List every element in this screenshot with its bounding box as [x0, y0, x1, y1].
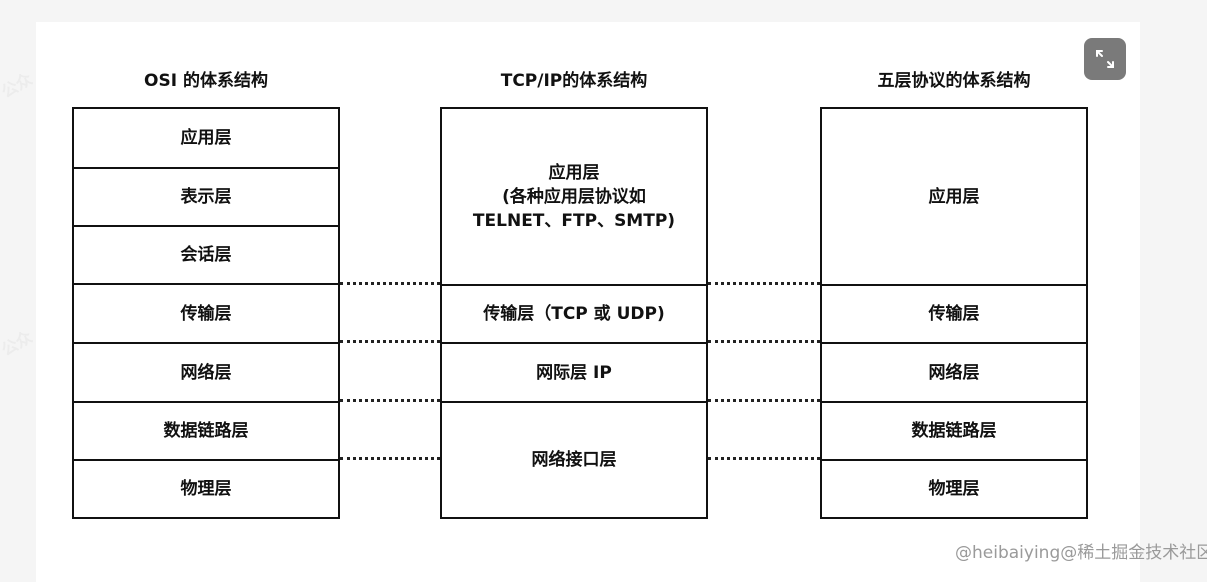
osi-datalink-layer: 数据链路层 — [74, 401, 338, 459]
tcpip-application-layer: 应用层 (各种应用层协议如 TELNET、FTP、SMTP) — [442, 109, 706, 284]
dotted-connector — [708, 399, 820, 402]
five-transport-layer: 传输层 — [822, 284, 1086, 342]
five-datalink-layer: 数据链路层 — [822, 401, 1086, 459]
five-layer-stack: 应用层 传输层 网络层 数据链路层 物理层 — [820, 107, 1088, 519]
osi-stack: 应用层 表示层 会话层 传输层 网络层 数据链路层 物理层 — [72, 107, 340, 519]
tcpip-app-line2: (各种应用层协议如 — [502, 186, 646, 207]
osi-title: OSI 的体系结构 — [144, 71, 268, 91]
dotted-connector — [340, 340, 440, 343]
tcpip-stack: 应用层 (各种应用层协议如 TELNET、FTP、SMTP) 传输层（TCP 或… — [440, 107, 708, 519]
osi-network-layer: 网络层 — [74, 342, 338, 401]
dotted-connector — [708, 457, 820, 460]
tcpip-internet-layer: 网际层 IP — [442, 342, 706, 401]
dotted-connector — [340, 399, 440, 402]
osi-transport-layer: 传输层 — [74, 283, 338, 342]
tcpip-app-line3: TELNET、FTP、SMTP) — [472, 210, 676, 231]
tcpip-app-line1: 应用层 — [548, 162, 600, 183]
osi-session-layer: 会话层 — [74, 225, 338, 283]
osi-presentation-layer: 表示层 — [74, 167, 338, 225]
osi-physical-layer: 物理层 — [74, 459, 338, 517]
expand-icon — [1096, 50, 1114, 68]
dotted-connector — [340, 457, 440, 460]
dotted-connector — [708, 282, 820, 285]
watermark-text: @heibaiying@稀土掘金技术社区 — [955, 543, 1207, 563]
tcpip-link-layer: 网络接口层 — [442, 401, 706, 517]
five-application-layer: 应用层 — [928, 186, 980, 207]
five-layer-title: 五层协议的体系结构 — [877, 71, 1031, 91]
faint-watermark: 公众 — [0, 327, 36, 360]
dotted-connector — [340, 282, 440, 285]
dotted-connector — [708, 340, 820, 343]
five-physical-layer: 物理层 — [822, 459, 1086, 517]
tcpip-title: TCP/IP的体系结构 — [500, 71, 648, 91]
faint-watermark: 公众 — [0, 69, 36, 102]
five-network-layer: 网络层 — [822, 342, 1086, 401]
expand-button[interactable] — [1084, 38, 1126, 80]
osi-application-layer: 应用层 — [180, 128, 232, 148]
tcpip-transport-layer: 传输层（TCP 或 UDP) — [442, 284, 706, 342]
